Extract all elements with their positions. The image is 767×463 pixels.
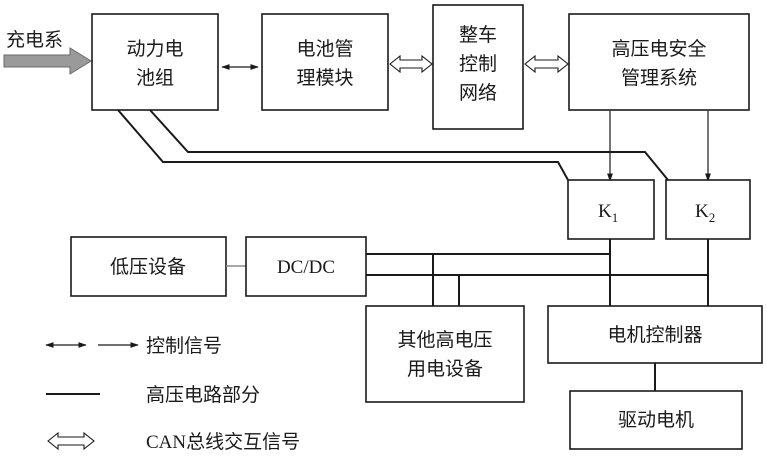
battery-pack-label-1: 动力电 xyxy=(126,38,183,60)
bms-network-can-arrow xyxy=(389,54,433,74)
vehicle-network-box: 整车 控制 网络 xyxy=(432,4,524,130)
vehicle-network-label-2: 控制 xyxy=(459,53,497,75)
charge-input-arrow xyxy=(3,47,92,75)
relay-k2-box: K2 xyxy=(665,179,751,240)
legend: 控制信号 高压电路部分 CAN总线交互信号 xyxy=(45,335,300,453)
relay-k1-label: K1 xyxy=(598,201,618,225)
bms-box: 电池管 理模块 xyxy=(261,13,389,111)
other-hv-devices-label-1: 其他高电压 xyxy=(397,329,492,351)
relay-k2-label: K2 xyxy=(695,201,715,225)
legend-can-arrow-icon xyxy=(47,431,95,451)
dcdc-label: DC/DC xyxy=(277,257,335,278)
legend-hv-circuit-label: 高压电路部分 xyxy=(146,384,260,406)
other-hv-devices-box: 其他高电压 用电设备 xyxy=(365,305,525,403)
hv-safety-box: 高压电安全 管理系统 xyxy=(568,13,750,111)
vehicle-network-label-1: 整车 xyxy=(459,24,497,46)
network-safety-can-arrow xyxy=(524,54,569,74)
hv-safety-label-2: 管理系统 xyxy=(621,67,697,89)
charge-input-label: 充电系 xyxy=(6,29,63,51)
legend-control-signal-label: 控制信号 xyxy=(146,335,222,357)
other-hv-devices-label-2: 用电设备 xyxy=(407,358,483,380)
bms-label-2: 理模块 xyxy=(296,67,353,89)
legend-can-signal-label: CAN总线交互信号 xyxy=(146,431,300,453)
battery-to-k2-hv-line xyxy=(149,109,669,181)
drive-motor-box: 驱动电机 xyxy=(569,390,743,450)
vehicle-network-label-3: 网络 xyxy=(459,82,497,104)
relay-k1-box: K1 xyxy=(567,179,655,240)
bms-label-1: 电池管 xyxy=(296,38,353,60)
motor-controller-label: 电机控制器 xyxy=(607,324,702,346)
dcdc-box: DC/DC xyxy=(245,236,367,297)
low-voltage-device-label: 低压设备 xyxy=(110,256,186,278)
hv-safety-label-1: 高压电安全 xyxy=(611,38,706,60)
battery-to-k1-hv-line xyxy=(117,109,569,181)
motor-controller-box: 电机控制器 xyxy=(547,305,763,364)
low-voltage-device-box: 低压设备 xyxy=(70,236,227,297)
battery-pack-label-2: 池组 xyxy=(136,67,174,89)
battery-pack-box: 动力电 池组 xyxy=(91,13,219,111)
drive-motor-label: 驱动电机 xyxy=(618,409,694,431)
